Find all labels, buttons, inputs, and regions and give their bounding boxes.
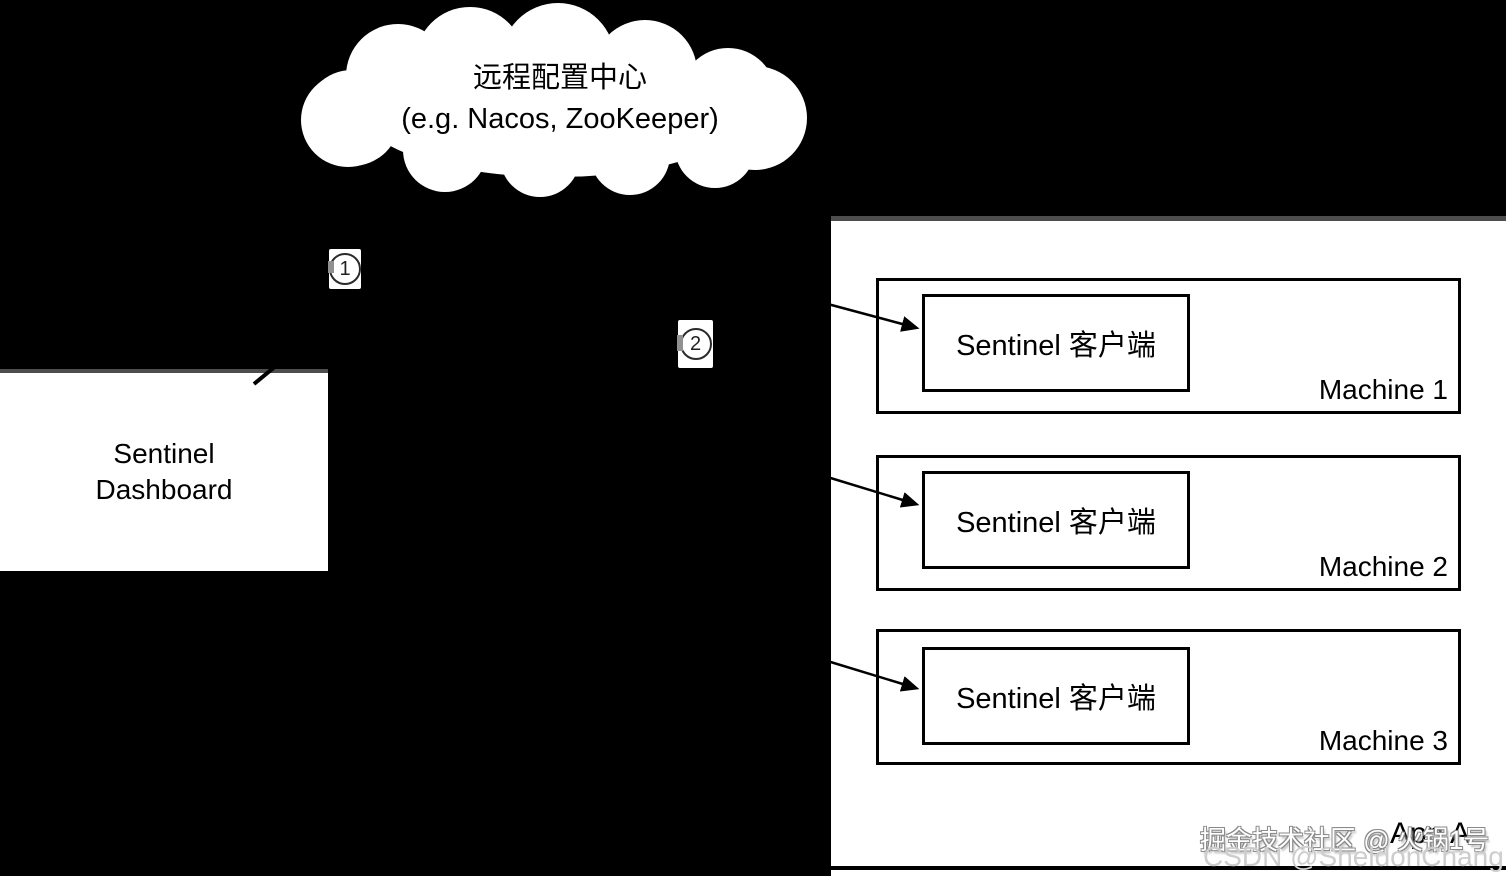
sentinel-dashboard-box: Sentinel Dashboard xyxy=(0,369,328,571)
app-a-label: App A xyxy=(1390,817,1471,850)
dashboard-to-cloud-line xyxy=(252,349,296,386)
csdn-watermark: CSDN @SheldonChang xyxy=(1203,841,1504,872)
machine-1-label: Machine 1 xyxy=(1318,374,1448,405)
remote-config-center-label: 远程配置中心 (e.g. Nacos, ZooKeeper) xyxy=(330,58,790,140)
cloud-fill xyxy=(301,3,807,197)
cloud-label-line1: 远程配置中心 xyxy=(472,62,647,94)
step-2-number: 2 xyxy=(679,328,712,360)
line-stub-at-badge-2 xyxy=(677,335,683,351)
dashboard-label: Sentinel Dashboard xyxy=(96,436,233,508)
machine-2-label: Machine 2 xyxy=(1318,551,1448,582)
step-2-badge: 2 xyxy=(678,320,713,368)
app-a-bottom-border xyxy=(831,866,1506,870)
sentinel-client-box-2: Sentinel 客户端 xyxy=(922,471,1190,569)
cloud-label-line2: (e.g. Nacos, ZooKeeper) xyxy=(401,103,719,135)
line-stub-at-badge-1 xyxy=(328,261,334,273)
juejin-watermark: 掘金技术社区 @ 火锅1号 xyxy=(1200,825,1490,855)
sentinel-client-label-3: Sentinel 客户端 xyxy=(956,683,1156,715)
sentinel-client-label-2: Sentinel 客户端 xyxy=(956,507,1156,539)
machine-3-label: Machine 3 xyxy=(1318,725,1448,756)
dashboard-label-line1: Sentinel xyxy=(113,438,215,469)
sentinel-client-label-1: Sentinel 客户端 xyxy=(956,330,1156,362)
dashboard-label-line2: Dashboard xyxy=(95,474,233,505)
sentinel-client-box-1: Sentinel 客户端 xyxy=(922,294,1190,392)
sentinel-client-box-3: Sentinel 客户端 xyxy=(922,647,1190,745)
